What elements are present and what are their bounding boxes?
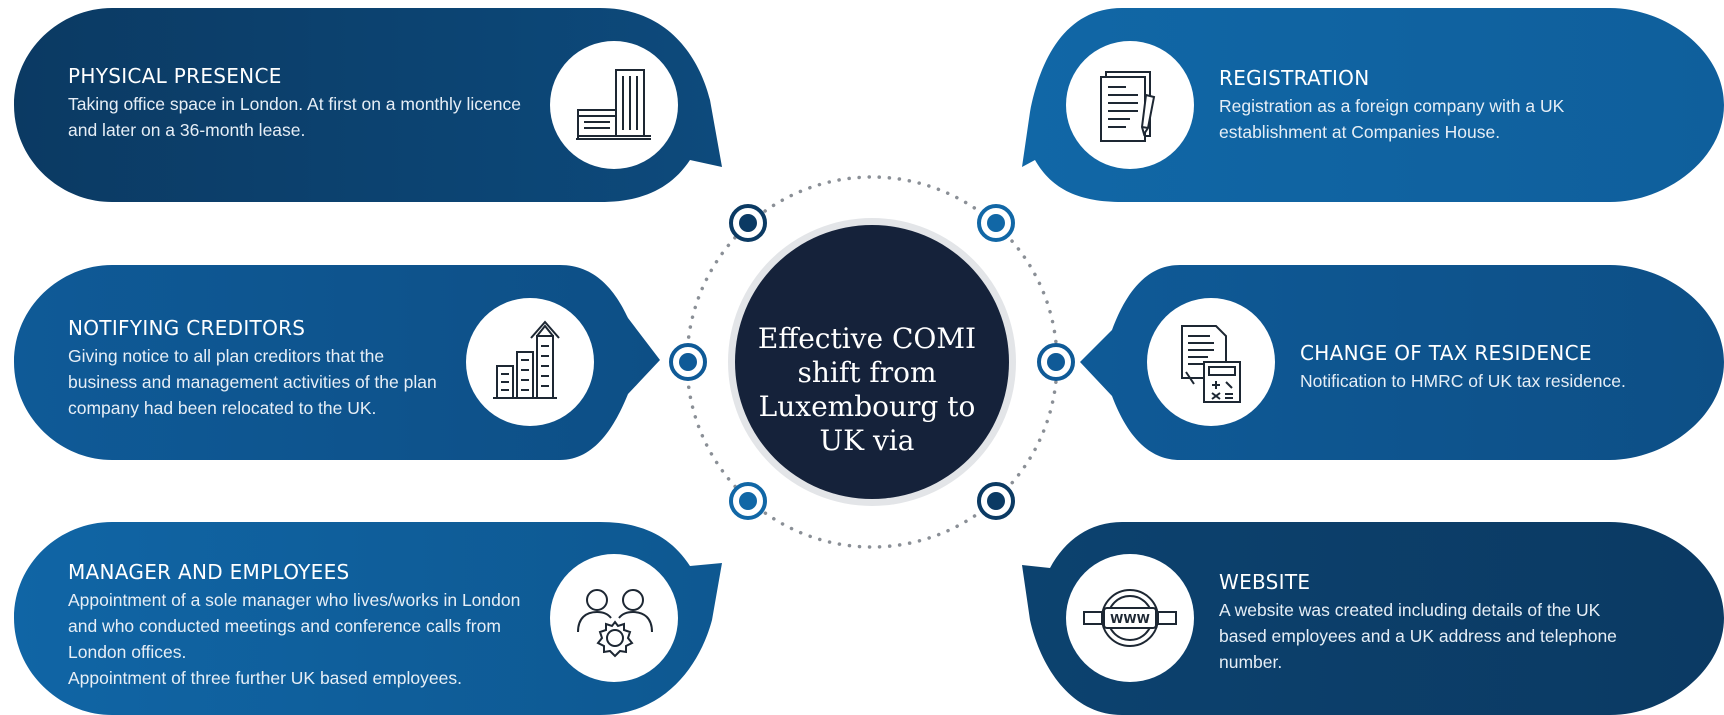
card-title: MANAGER AND EMPLOYEES xyxy=(68,560,350,584)
card-website: WEBSITE A website was created including … xyxy=(1219,570,1619,675)
buildings-arrow-up-icon xyxy=(466,298,594,426)
orbit-marker-right xyxy=(1037,343,1075,381)
card-title: REGISTRATION xyxy=(1219,66,1370,90)
card-description: Appointment of a sole manager who lives/… xyxy=(68,590,521,688)
card-title: PHYSICAL PRESENCE xyxy=(68,64,282,88)
orbit-marker-top-left xyxy=(729,204,767,242)
card-description: Taking office space in London. At first … xyxy=(68,94,522,140)
card-description: Registration as a foreign company with a… xyxy=(1219,96,1565,142)
globe-www-icon: WWW xyxy=(1066,554,1194,682)
card-tax-residence: CHANGE OF TAX RESIDENCE Notification to … xyxy=(1300,341,1700,394)
card-title: NOTIFYING CREDITORS xyxy=(68,316,306,340)
card-physical-presence-shape xyxy=(14,8,722,202)
card-title: CHANGE OF TAX RESIDENCE xyxy=(1300,341,1592,365)
orbit-marker-bottom-right xyxy=(977,482,1015,520)
card-registration: REGISTRATION Registration as a foreign c… xyxy=(1219,66,1629,145)
card-manager-employees: MANAGER AND EMPLOYEES Appointment of a s… xyxy=(68,560,548,691)
card-title: WEBSITE xyxy=(1219,570,1311,594)
card-manager-employees-shape xyxy=(14,522,722,715)
card-description: Giving notice to all plan creditors that… xyxy=(68,346,437,418)
people-gear-icon xyxy=(550,554,678,682)
orbit-marker-bottom-left xyxy=(729,482,767,520)
card-physical-presence: PHYSICAL PRESENCE Taking office space in… xyxy=(68,64,528,143)
card-description: A website was created including details … xyxy=(1219,600,1617,672)
document-calculator-icon xyxy=(1147,298,1275,426)
orbit-marker-top-right xyxy=(977,204,1015,242)
orbit-marker-left xyxy=(669,343,707,381)
center-circle xyxy=(728,218,1016,506)
office-building-icon xyxy=(550,41,678,169)
card-registration-shape xyxy=(1022,8,1724,202)
document-pen-icon xyxy=(1066,41,1194,169)
card-description: Notification to HMRC of UK tax residence… xyxy=(1300,371,1626,391)
svg-text:WWW: WWW xyxy=(1110,612,1150,626)
card-website-shape xyxy=(1022,522,1724,715)
card-notifying-creditors: NOTIFYING CREDITORS Giving notice to all… xyxy=(68,316,448,421)
center-title: Effective COMI shift from Luxembourg to … xyxy=(757,322,977,457)
